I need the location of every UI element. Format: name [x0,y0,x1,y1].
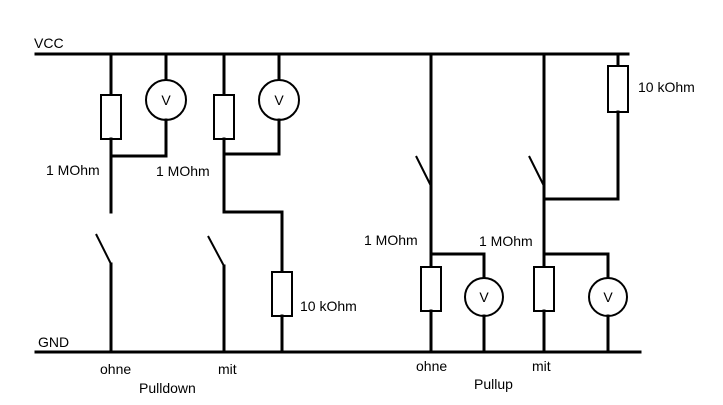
circuit-label: ohne [100,361,131,377]
group-label-pulldown: Pulldown [139,380,196,396]
vcc-label: VCC [34,35,64,51]
resistor-label: 10 kOhm [300,298,357,314]
circuit-pulldown-mit: V 1 MOhm 10 kOhm mit [156,52,357,377]
circuit-label: mit [532,358,551,374]
resistor-label: 1 MOhm [479,233,533,249]
resistor-1mohm [533,266,555,312]
circuit-label: ohne [416,358,447,374]
resistor-1mohm [213,94,235,140]
resistor-10kohm [607,65,629,113]
resistor-label: 1 MOhm [364,232,418,248]
svg-text:V: V [274,92,284,108]
circuit-pullup-mit: 10 kOhm V 1 MOhm mit [479,52,695,374]
gnd-rail: GND [34,334,642,354]
svg-text:V: V [161,92,171,108]
circuit-pulldown-ohne: V 1 MOhm ohne [46,52,187,377]
resistor-1mohm [100,94,122,140]
switch-icon [207,235,225,267]
switch-icon [415,155,432,187]
resistor-label: 1 MOhm [46,162,100,178]
switch-icon [95,233,112,265]
gnd-label: GND [38,334,69,350]
vcc-rail: VCC [34,35,630,56]
svg-text:V: V [603,289,613,305]
switch-icon [528,155,545,187]
resistor-10kohm [271,271,293,317]
circuit-pullup-ohne: V 1 MOhm ohne [364,52,504,374]
svg-text:V: V [479,289,489,305]
circuit-label: mit [218,361,237,377]
resistor-label: 10 kOhm [638,79,695,95]
group-label-pullup: Pullup [474,376,513,392]
resistor-1mohm [420,266,442,312]
resistor-label: 1 MOhm [156,163,210,179]
